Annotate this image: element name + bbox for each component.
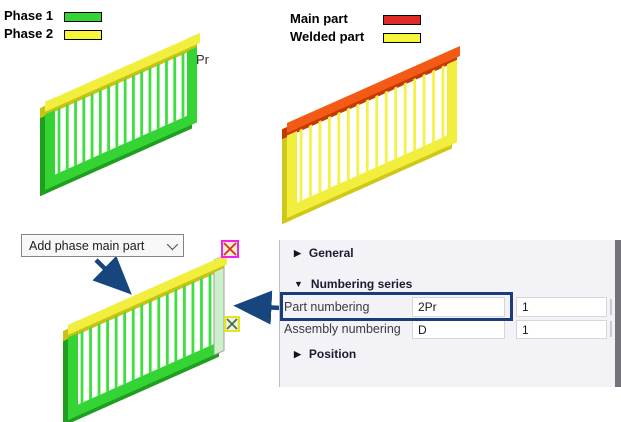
main-part-colored-fence [282, 45, 460, 225]
section-position[interactable]: ▶ Position [294, 347, 356, 361]
chevron-down-icon [166, 238, 179, 250]
part-numbering-start-field[interactable] [516, 297, 607, 317]
field-splitter [610, 299, 612, 315]
expander-expanded-icon: ▼ [294, 278, 303, 289]
welded-part-color-swatch [383, 33, 421, 43]
section-numbering-series[interactable]: ▼ Numbering series [294, 277, 412, 291]
expander-collapsed-icon: ▶ [294, 247, 301, 258]
expander-collapsed-icon: ▶ [294, 348, 301, 359]
main-part-legend-label: Main part [290, 11, 348, 26]
handle-marker [224, 316, 240, 332]
annotation-arrow [92, 255, 132, 295]
assembly-numbering-start-field[interactable] [516, 320, 607, 339]
result-fence [63, 254, 227, 422]
assembly-numbering-prefix-field[interactable] [412, 320, 505, 339]
section-general[interactable]: ▶ General [294, 246, 354, 260]
phase-colored-fence [40, 32, 200, 197]
field-splitter [610, 321, 612, 337]
section-position-label: Position [308, 347, 357, 361]
assembly-numbering-label: Assembly numbering [284, 322, 401, 336]
panel-scrollbar[interactable] [615, 240, 621, 387]
phase1-legend-label: Phase 1 [4, 8, 54, 23]
annotation-arrow [233, 290, 282, 325]
section-general-label: General [308, 246, 354, 260]
phase2-legend-label: Phase 2 [4, 26, 54, 41]
welded-part-legend-label: Welded part [290, 29, 365, 44]
phase2-color-swatch [64, 30, 102, 40]
part-prefix-annotation: Pr [196, 52, 209, 67]
section-numbering-series-label: Numbering series [310, 277, 413, 291]
handle-marker [221, 240, 239, 258]
phase-part-dropdown[interactable]: Add phase main part [21, 234, 184, 257]
main-part-color-swatch [383, 15, 421, 25]
part-numbering-label: Part numbering [284, 300, 370, 314]
part-numbering-prefix-field[interactable] [412, 297, 505, 317]
dropdown-selected-value: Add phase main part [29, 238, 145, 253]
phase1-color-swatch [64, 12, 102, 22]
